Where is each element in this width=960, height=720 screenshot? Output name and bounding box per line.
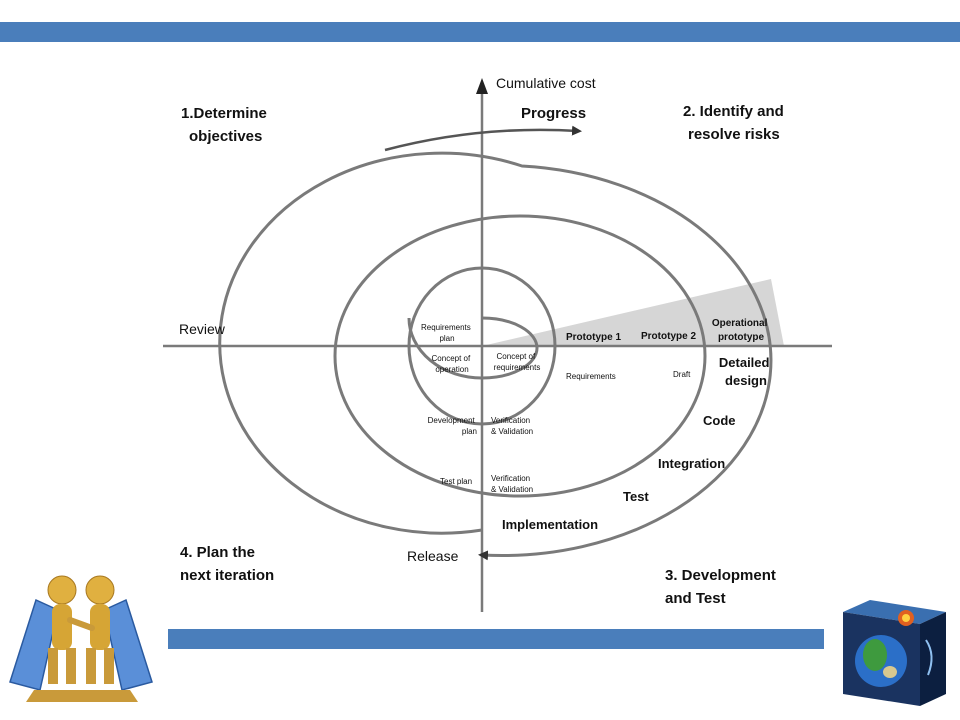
quadrant-3-title: 3. Development and Test [665, 567, 780, 607]
prototype-1-label: Prototype 1 [566, 332, 621, 343]
spiral-ring-3 [333, 214, 707, 498]
concept-of-requirements-label: Concept of requirements [494, 352, 541, 372]
top-accent-bar [0, 22, 960, 42]
spiral-ring-2 [407, 266, 557, 426]
integration-label: Integration [658, 456, 725, 471]
concept-of-operation-label: Concept of operation [432, 354, 473, 374]
two-figures-laptops-icon [9, 575, 153, 702]
vertical-axis-arrowhead [476, 78, 488, 94]
requirements-label: Requirements [566, 372, 616, 381]
y-axis-label: Cumulative cost [496, 75, 596, 91]
quadrant-2-title: 2. Identify and resolve risks [683, 103, 788, 143]
review-label: Review [179, 321, 226, 337]
detailed-design-label: Detailed design [719, 355, 773, 388]
release-label: Release [407, 548, 459, 564]
verification-validation-2-label: Verification & Validation [491, 474, 533, 494]
requirements-plan-label: Requirements plan [421, 323, 473, 343]
quadrant-1-title: 1.Determine objectives [181, 105, 271, 145]
test-label: Test [623, 489, 649, 504]
development-plan-label: Development plan [428, 416, 477, 436]
code-label: Code [703, 413, 736, 428]
progress-label: Progress [521, 105, 586, 122]
risk-analysis-shade [482, 279, 784, 346]
operational-prototype-label: Operational prototype [712, 318, 770, 343]
progress-arrow [384, 125, 582, 152]
test-plan-label: Test plan [440, 477, 472, 486]
quadrant-4-title: 4. Plan the next iteration [180, 544, 274, 584]
draft-label: Draft [673, 370, 691, 379]
spiral-ring-1 [407, 316, 539, 380]
verification-validation-1-label: Verification & Validation [491, 416, 533, 436]
implementation-label: Implementation [502, 517, 598, 532]
spiral-outer-arc [218, 151, 773, 561]
earth-cube-icon [843, 600, 946, 706]
prototype-2-label: Prototype 2 [641, 331, 696, 342]
bottom-accent-bar [168, 629, 824, 649]
